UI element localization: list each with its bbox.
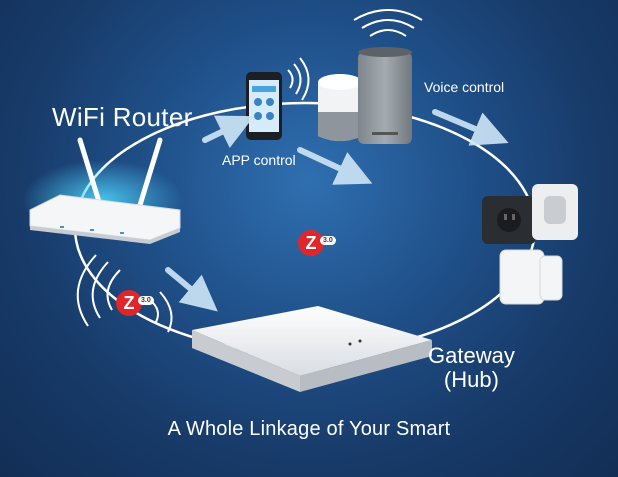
zigbee-version-label: 3.0 (320, 236, 336, 245)
gateway-hub-icon (192, 306, 432, 392)
speaker-wifi-waves-icon (353, 9, 423, 37)
gateway-label: Gateway (Hub) (428, 344, 515, 392)
svg-text:Z: Z (306, 233, 317, 253)
tagline: A Whole Linkage of Your Smart (167, 418, 451, 440)
zigbee-logo-icon: Z (298, 230, 324, 256)
phone-wifi-waves-icon (287, 57, 310, 101)
svg-text:Z: Z (124, 293, 135, 313)
signal-arrows (165, 109, 509, 312)
gateway-label-line1: Gateway (428, 343, 515, 368)
voice-speaker-icon (358, 47, 412, 144)
zigbee-badge-left: Z 3.0 (114, 288, 160, 316)
smartphone-icon (246, 72, 282, 140)
zigbee-badge-center: Z 3.0 (296, 228, 342, 256)
smart-speaker-icon (318, 74, 362, 141)
wifi-router-label: WiFi Router (52, 102, 193, 132)
app-control-label: APP control (222, 152, 296, 168)
zigbee-logo-icon: Z (116, 290, 142, 316)
smart-plug-icon (482, 184, 578, 244)
door-sensor-icon (499, 249, 563, 305)
gateway-label-line2: (Hub) (443, 367, 499, 392)
wifi-router-icon (22, 137, 182, 244)
voice-control-label: Voice control (424, 79, 505, 95)
zigbee-version-label: 3.0 (138, 296, 154, 305)
